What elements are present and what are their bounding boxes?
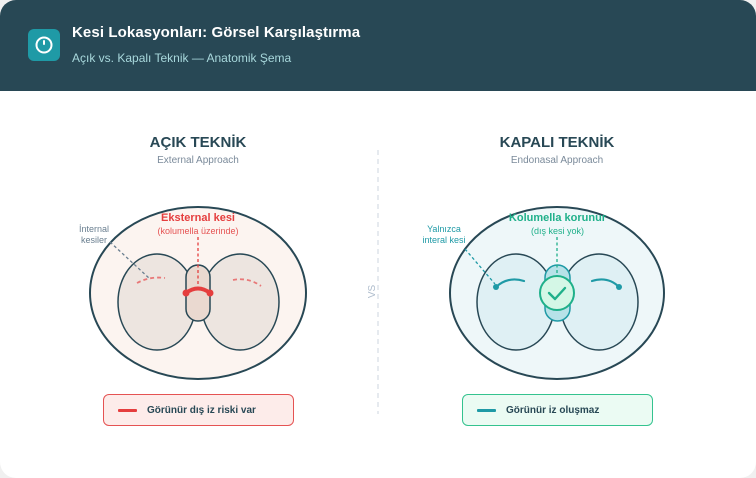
teal-line-swatch-icon (477, 408, 496, 412)
external-incision-sublabel: (kolumella üzerinde) (157, 226, 239, 236)
open-legend-text: Görünür dış iz riski var (147, 404, 256, 416)
internal-only-label-line1: Yalnızca (427, 224, 461, 234)
internal-only-label-line2: interal kesi (422, 235, 466, 245)
open-technique-title: AÇIK TEKNİK (149, 134, 247, 151)
check-circle-icon (539, 275, 575, 311)
columella-preserved-label: Kolumella korunur (508, 212, 607, 224)
red-line-swatch-icon (118, 408, 137, 412)
vs-divider-label: VS (367, 284, 379, 299)
open-legend: Görünür dış iz riski var (103, 394, 294, 426)
closed-legend: Görünür iz oluşmaz (462, 394, 653, 426)
clock-circle-icon (28, 29, 60, 61)
internal-incisions-label-line1: İnternal (78, 224, 110, 234)
page-subtitle: Açık vs. Kapalı Teknik — Anatomik Şema (72, 51, 292, 65)
closed-legend-text: Görünür iz oluşmaz (506, 404, 600, 416)
internal-incisions-label-line2: kesiler (80, 235, 107, 245)
closed-nose-diagram (449, 206, 665, 380)
open-nose-diagram (89, 206, 307, 380)
closed-technique-title: KAPALI TEKNİK (499, 134, 615, 151)
open-technique-subtitle: External Approach (157, 155, 239, 166)
page-title: Kesi Lokasyonları: Görsel Karşılaştırma (72, 24, 361, 41)
header: Kesi Lokasyonları: Görsel Karşılaştırma … (0, 0, 756, 91)
external-incision-label: Eksternal kesi (161, 212, 235, 224)
closed-technique-subtitle: Endonasal Approach (510, 155, 604, 166)
columella-preserved-sublabel: (dış kesi yok) (530, 226, 584, 236)
